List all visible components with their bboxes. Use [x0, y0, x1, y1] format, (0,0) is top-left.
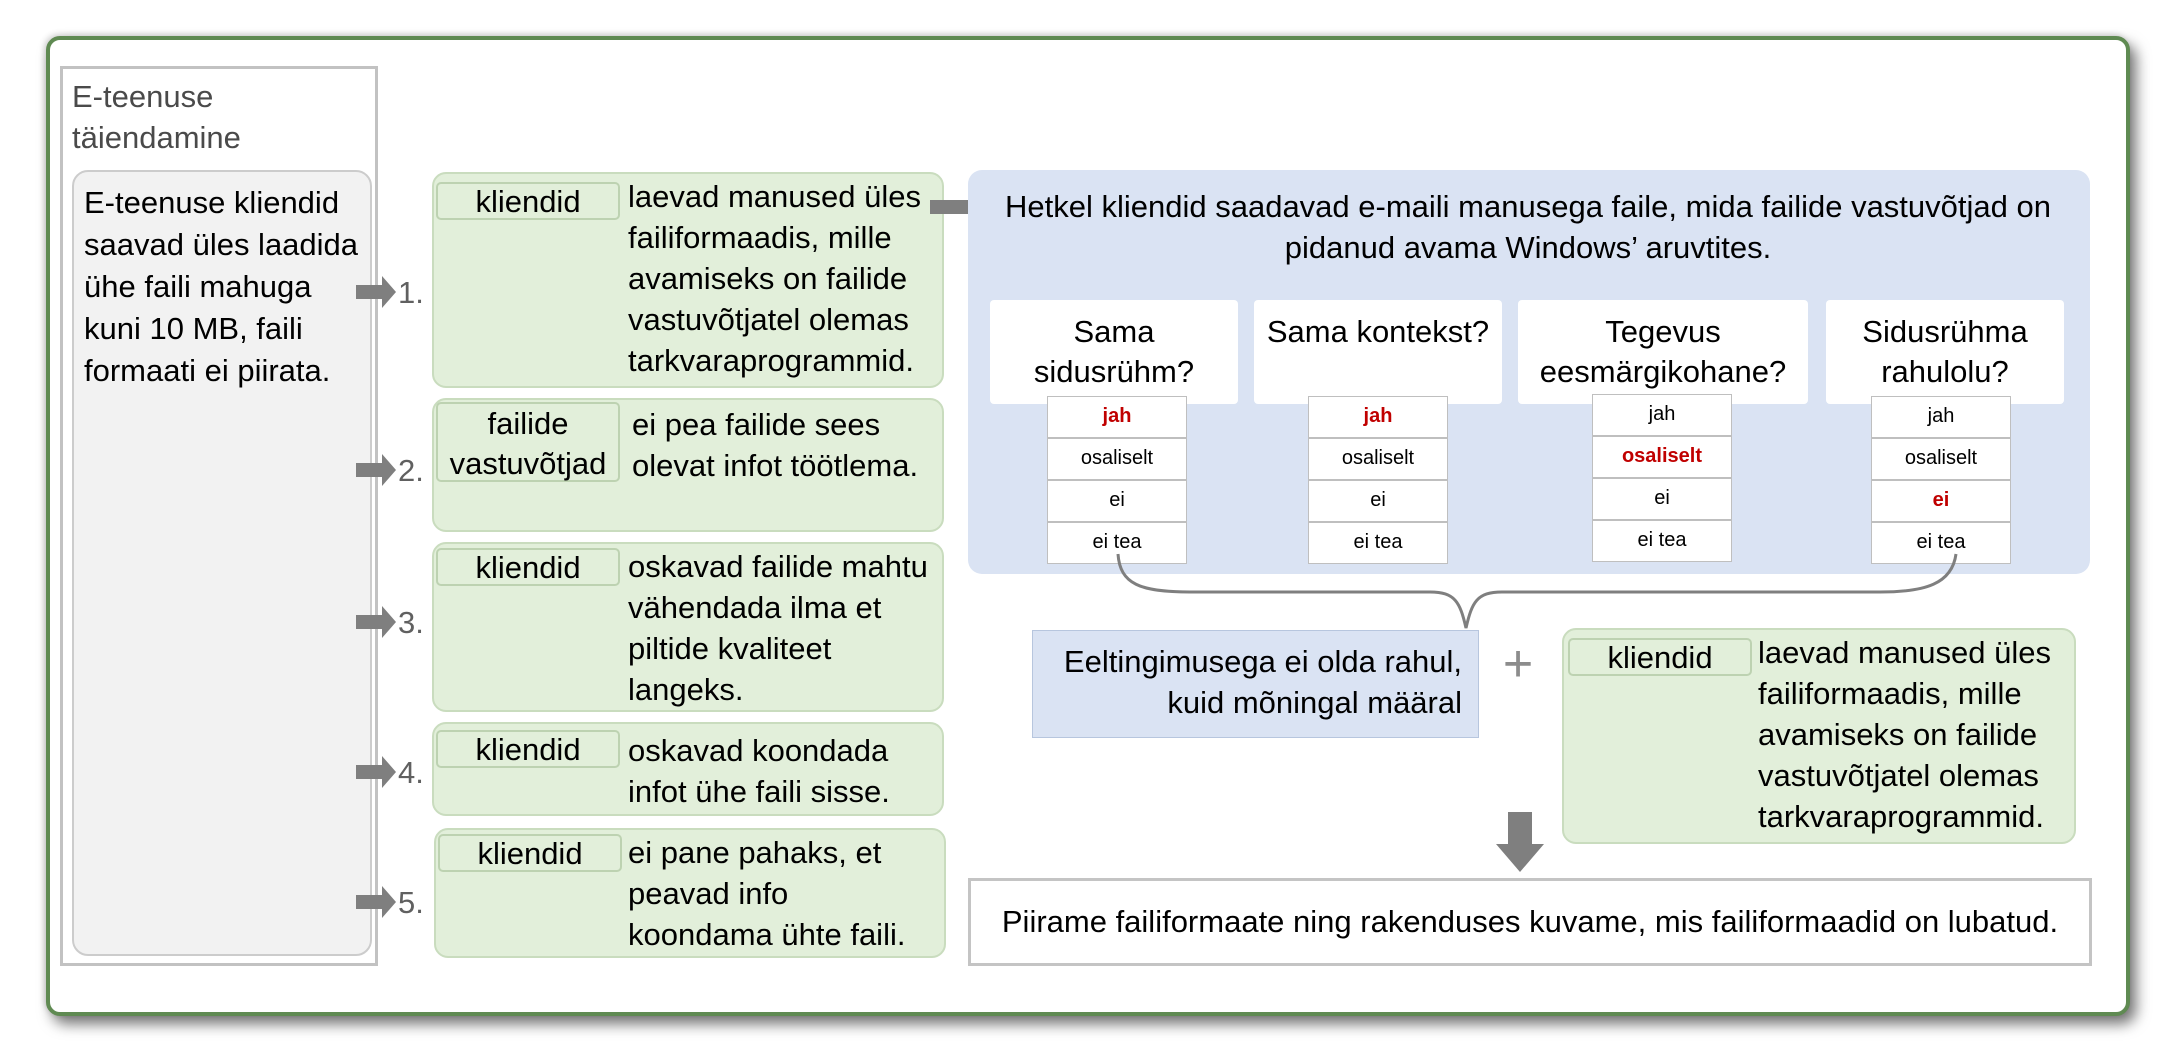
option-item: osaliselt — [1308, 438, 1448, 480]
assumption-arrows — [356, 276, 396, 918]
assumption-text: ei pea failide sees olevat infot töötlem… — [632, 407, 919, 483]
option-item: osaliselt — [1047, 438, 1187, 480]
option-item: ei — [1047, 480, 1187, 522]
arrow-2-icon — [356, 454, 396, 486]
option-item: jah — [1871, 396, 2011, 438]
panel-title: E-teenuse täiendamine — [72, 79, 241, 155]
arrow-1-icon — [356, 276, 396, 308]
arrow-3-icon — [356, 606, 396, 638]
option-item: ei — [1592, 478, 1732, 520]
assumption-role: kliendid — [436, 548, 620, 586]
option-item: jah — [1047, 396, 1187, 438]
arrow-down-icon — [1496, 812, 1544, 872]
combined-role: kliendid — [1568, 638, 1752, 676]
intro-text: E-teenuse kliendid saavad üles laadida ü… — [84, 185, 359, 388]
question-card: Sidusrühma rahulolu? — [1826, 300, 2064, 404]
question-card: Sama kontekst? — [1254, 300, 1502, 404]
assumption-number: 1. — [398, 275, 424, 310]
option-item: ei — [1871, 480, 2011, 522]
assumption-text: oskavad koondada infot ühe faili sisse. — [628, 733, 890, 809]
decision-box: Piirame failiformaate ning rakenduses ku… — [968, 878, 2092, 966]
assumption-number: 2. — [398, 453, 424, 488]
brace-icon — [1116, 553, 1958, 629]
option-item: jah — [1592, 394, 1732, 436]
assumption-box — [432, 172, 944, 388]
arrow-5-icon — [356, 886, 396, 918]
option-item: ei — [1308, 480, 1448, 522]
assumption-role: kliendid — [436, 730, 620, 768]
assumption-number: 4. — [398, 755, 424, 790]
assumption-text: oskavad failide mahtu vähendada ilma et … — [628, 549, 928, 707]
option-item: ei tea — [1308, 522, 1448, 564]
assumption-role: kliendid — [436, 182, 620, 220]
question-card: Tegevus eesmärgikohane? — [1518, 300, 1808, 404]
assumption-role: kliendid — [438, 834, 622, 872]
question-card: Sama sidusrühm? — [990, 300, 1238, 404]
conclusion-box: Eeltingimusega ei olda rahul, kuid mõnin… — [1032, 630, 1479, 738]
assumption-role: failide vastuvõtjad — [436, 402, 620, 482]
assumption-number: 3. — [398, 605, 424, 640]
option-item: ei tea — [1871, 522, 2011, 564]
assumption-text: laevad manused üles failiformaadis, mill… — [628, 179, 921, 378]
combined-text: laevad manused üles failiformaadis, mill… — [1758, 635, 2051, 834]
option-list: jah osaliselt ei ei tea — [1047, 396, 1187, 564]
assumption-number: 5. — [398, 885, 424, 920]
plus-icon: + — [1502, 635, 1534, 693]
intro-box — [72, 170, 372, 956]
situation-text: Hetkel kliendid saadavad e-maili manuseg… — [1005, 189, 2051, 265]
option-item: ei tea — [1047, 522, 1187, 564]
option-list: jah osaliselt ei ei tea — [1871, 396, 2011, 564]
option-item: ei tea — [1592, 520, 1732, 562]
arrow-4-icon — [356, 756, 396, 788]
option-list: jah osaliselt ei ei tea — [1592, 394, 1732, 562]
option-item: osaliselt — [1592, 436, 1732, 478]
option-item: osaliselt — [1871, 438, 2011, 480]
assumption-text: ei pane pahaks, et peavad info koondama … — [628, 835, 906, 952]
option-list: jah osaliselt ei ei tea — [1308, 396, 1448, 564]
option-item: jah — [1308, 396, 1448, 438]
